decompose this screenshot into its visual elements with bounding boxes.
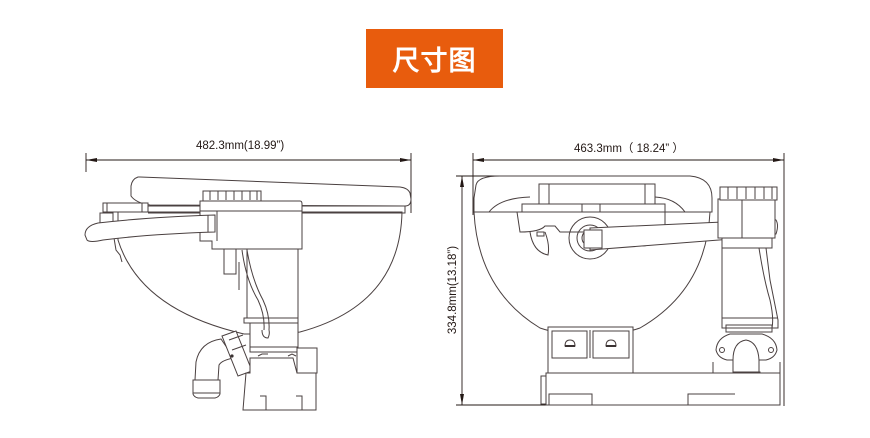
- title-badge: 尺寸图: [366, 29, 503, 88]
- side-view-drawing: [84, 153, 412, 411]
- side-view-width-label: 482.3mm(18.99”): [196, 140, 285, 152]
- title-text: 尺寸图: [392, 46, 477, 77]
- front-top-handle: [538, 183, 656, 205]
- side-view-width-dimension: [85, 153, 412, 213]
- side-pump-cap: [202, 190, 262, 202]
- side-pump-head: [199, 200, 303, 250]
- front-view-width-dimension: [472, 153, 785, 406]
- front-pump-cap: [719, 186, 778, 201]
- front-pump-head: [717, 198, 776, 239]
- front-motor: [721, 247, 779, 329]
- side-motor: [246, 248, 299, 319]
- side-base: [242, 357, 317, 411]
- front-view-width-label: 463.3mm（ 18.24” ）: [574, 143, 684, 155]
- front-view-height-dimension: [456, 175, 560, 406]
- front-base: [545, 372, 781, 406]
- front-view-drawing: [456, 153, 785, 406]
- side-handle: [84, 214, 216, 242]
